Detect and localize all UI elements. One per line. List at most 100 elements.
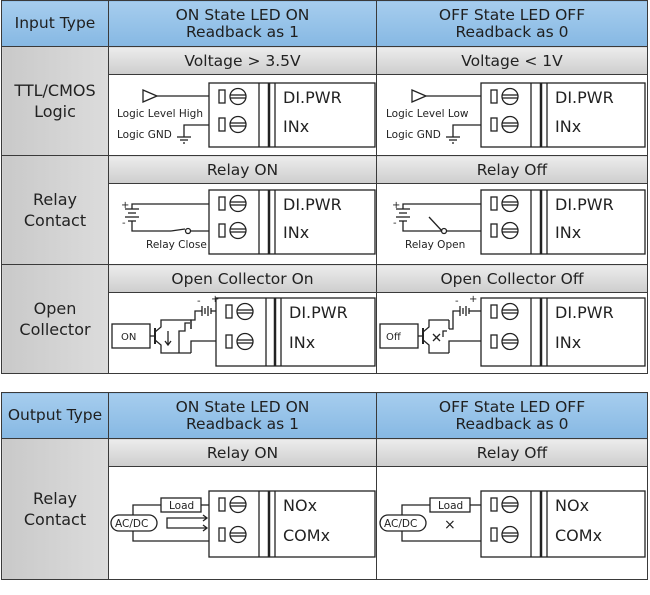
terminal-block (208, 82, 376, 148)
relay-off-diagram: + - Relay Open DI.PWR INx (376, 183, 648, 265)
oc-on-wiring: ON - + DI.PWR INx (111, 294, 376, 367)
row-label-line1: TTL/CMOS (14, 81, 96, 100)
oc-on-diagram: ON - + DI.PWR INx (108, 292, 377, 374)
signal-arrow-icon (411, 89, 428, 103)
output-relay-off-diagram: AC/DC Load × NOx COMx (376, 466, 648, 580)
output-relay-off-wiring: AC/DC Load × NOx COMx (379, 490, 646, 558)
relay-on-diagram: + - Relay Close DI.PWR INx (108, 183, 377, 265)
relay-off-wiring: + - Relay Open DI.PWR INx (392, 189, 646, 255)
terminal-block (208, 490, 376, 558)
input-type-label: Input Type (14, 14, 96, 32)
row-label-line2: Contact (23, 211, 87, 230)
output-type-header: Output Type (1, 392, 109, 439)
terminal-label-2: INx (289, 333, 315, 352)
oc-off-diagram: Off - + DI.PWR INx (376, 292, 648, 374)
minus-sign: - (393, 218, 397, 229)
terminal-label-2: INx (555, 223, 581, 242)
ttl-on-diagram: Logic Level High Logic GND DI.PWR INx (108, 74, 377, 156)
row-label-line1: Relay (33, 190, 77, 209)
off-state-header: OFF State LED OFF Readback as 0 (376, 0, 648, 47)
transistor-icon (418, 319, 449, 354)
on-state-header: ON State LED ON Readback as 1 (108, 392, 377, 439)
off-state-header: OFF State LED OFF Readback as 0 (376, 392, 648, 439)
terminal-block (215, 297, 376, 367)
ac-dc-source-icon (379, 514, 427, 532)
terminal-label-2: COMx (555, 526, 602, 545)
on-state-readback: Readback as 1 (185, 22, 300, 41)
terminal-label-1: DI.PWR (283, 195, 342, 214)
terminal-block (480, 297, 646, 367)
ground-icon (177, 136, 191, 144)
minus-sign: - (455, 296, 459, 307)
output-relay-off-condition: Relay Off (376, 438, 648, 467)
output-type-table: Output Type ON State LED ON Readback as … (1, 392, 648, 580)
signal-arrow-icon (142, 89, 159, 103)
on-state-header: ON State LED ON Readback as 1 (108, 0, 377, 47)
signal-label: Logic Level Low (386, 108, 469, 120)
output-relay-on-wiring: AC/DC Load NOx COMx (110, 490, 376, 558)
gnd-label: Logic GND (117, 129, 172, 141)
switch-closed-icon (170, 227, 192, 235)
input-type-header: Input Type (1, 0, 109, 47)
minus-sign: - (197, 296, 201, 307)
ac-dc-source-icon (110, 514, 158, 532)
load-label: Load (438, 500, 463, 512)
row-label-relay-contact: Relay Contact (1, 155, 109, 265)
off-state-title: OFF State LED OFF (438, 397, 586, 416)
ttl-on-wiring: Logic Level High Logic GND DI.PWR INx (117, 82, 376, 148)
source-label: AC/DC (115, 518, 148, 530)
plus-sign: + (469, 294, 477, 305)
output-relay-on-diagram: AC/DC Load NOx COMx (108, 466, 377, 580)
ttl-on-condition: Voltage > 3.5V (108, 46, 377, 75)
oc-on-condition: Open Collector On (108, 264, 377, 293)
plus-sign: + (211, 294, 219, 305)
oc-off-condition: Open Collector Off (376, 264, 648, 293)
oc-state-box-label: Off (386, 332, 402, 343)
on-state-readback: Readback as 1 (185, 414, 300, 433)
oc-off-wiring: Off - + DI.PWR INx (379, 294, 646, 367)
ttl-off-diagram: Logic Level Low Logic GND DI.PWR INx (376, 74, 648, 156)
terminal-label-2: COMx (283, 526, 330, 545)
relay-state-caption: Relay Close (146, 239, 207, 251)
terminal-block (480, 82, 646, 148)
terminal-label-1: DI.PWR (283, 88, 342, 107)
row-label-line1: Open (33, 299, 77, 318)
no-current-x-icon: × (444, 517, 456, 533)
row-label-line1: Relay (33, 489, 77, 508)
battery-icon (201, 306, 212, 316)
terminal-label-2: INx (283, 223, 309, 242)
ttl-off-condition: Voltage < 1V (376, 46, 648, 75)
relay-off-condition: Relay Off (376, 155, 648, 184)
no-current-x-icon (432, 333, 441, 342)
input-type-table: Input Type ON State LED ON Readback as 1… (1, 0, 648, 374)
terminal-label-1: DI.PWR (555, 195, 614, 214)
row-label-ttl-cmos: TTL/CMOS Logic (1, 46, 109, 156)
off-state-title: OFF State LED OFF (438, 5, 586, 24)
output-type-label: Output Type (7, 406, 103, 424)
relay-on-condition: Relay ON (108, 155, 377, 184)
off-state-readback: Readback as 0 (455, 22, 569, 41)
relay-state-caption: Relay Open (405, 239, 465, 251)
ttl-off-wiring: Logic Level Low Logic GND DI.PWR INx (386, 82, 646, 148)
row-label-relay-contact-output: Relay Contact (1, 438, 109, 580)
terminal-label-2: INx (555, 117, 581, 136)
plus-sign: + (121, 200, 129, 211)
row-label-line2: Contact (23, 510, 87, 529)
ground-icon (446, 136, 460, 144)
minus-sign: - (122, 218, 126, 229)
source-label: AC/DC (384, 518, 417, 530)
terminal-block (480, 490, 646, 558)
row-label-open-collector: Open Collector (1, 264, 109, 374)
row-label-line2: Logic (34, 102, 76, 121)
terminal-label-1: DI.PWR (555, 88, 614, 107)
terminal-label-2: INx (283, 117, 309, 136)
off-state-readback: Readback as 0 (455, 414, 569, 433)
terminal-block (208, 189, 376, 255)
load-label: Load (169, 500, 194, 512)
signal-label: Logic Level High (117, 108, 203, 120)
terminal-label-1: DI.PWR (555, 303, 614, 322)
terminal-label-1: NOx (283, 496, 317, 515)
terminal-label-1: DI.PWR (289, 303, 348, 322)
row-label-line2: Collector (19, 320, 91, 339)
current-flow-arrow-icon (166, 514, 209, 532)
